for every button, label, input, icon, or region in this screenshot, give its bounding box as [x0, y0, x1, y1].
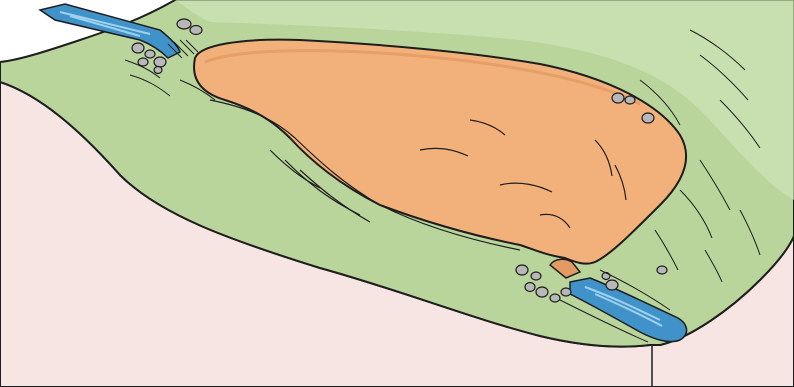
landslide-dam-diagram	[0, 0, 794, 387]
